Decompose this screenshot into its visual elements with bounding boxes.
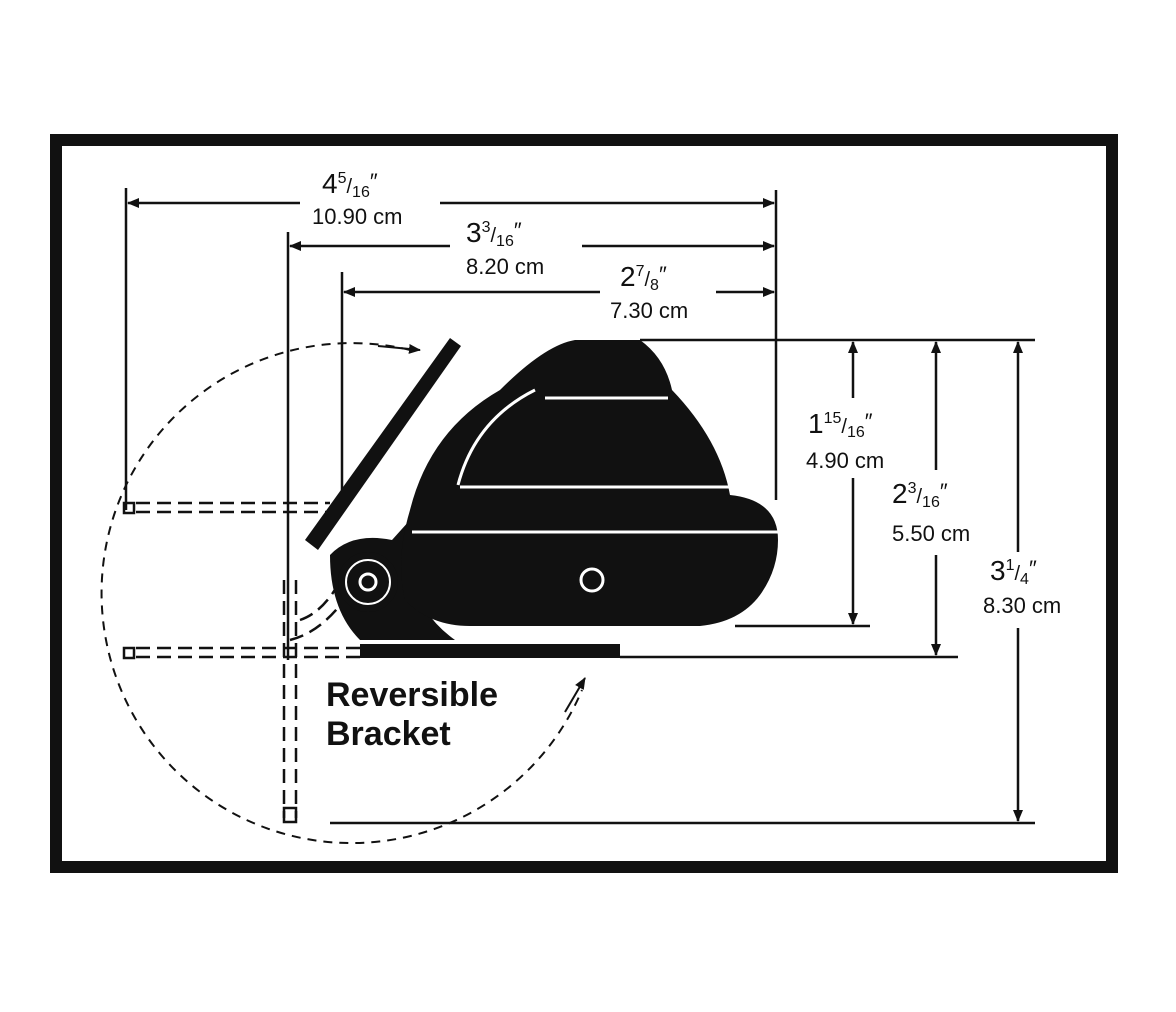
compass-body	[401, 340, 778, 626]
compass-width-metric: 7.30 cm	[610, 298, 688, 323]
bracket-height-label: 23/16″ 5.50 cm	[892, 478, 970, 546]
overall-width-num: 5	[338, 170, 347, 187]
bracket-height-whole: 2	[892, 478, 908, 509]
overall-height-den: 4	[1020, 571, 1029, 588]
bracket-height-metric: 5.50 cm	[892, 521, 970, 546]
overall-height-label: 31/4″ 8.30 cm	[983, 555, 1061, 618]
bracket-width-whole: 3	[466, 217, 482, 248]
compass-height-label: 115/16″ 4.90 cm	[806, 408, 884, 473]
rotation-arc	[100, 342, 586, 845]
svg-text:33/16″: 33/16″	[466, 217, 522, 250]
overall-width-den: 16	[352, 184, 370, 201]
svg-text:23/16″: 23/16″	[892, 478, 948, 511]
overall-height-num: 1	[1006, 557, 1015, 574]
compass-width-den: 8	[650, 277, 659, 294]
svg-text:27/8″: 27/8″	[620, 261, 667, 294]
overall-height-metric: 8.30 cm	[983, 593, 1061, 618]
compass-width-whole: 2	[620, 261, 636, 292]
label-line-1: Reversible	[326, 676, 498, 714]
bracket-width-den: 16	[496, 233, 514, 250]
bracket-height-den: 16	[922, 494, 940, 511]
svg-text:45/16″: 45/16″	[322, 168, 378, 201]
svg-text:115/16″: 115/16″	[808, 408, 873, 441]
overall-height-whole: 3	[990, 555, 1006, 586]
dashed-bracket-outline	[122, 501, 362, 824]
compass-height-whole: 1	[808, 408, 824, 439]
outer-frame	[50, 134, 1118, 873]
compass-height-metric: 4.90 cm	[806, 448, 884, 473]
compass-width-label: 27/8″ 7.30 cm	[610, 261, 688, 323]
compass-width-num: 7	[636, 263, 645, 280]
bracket-height-num: 3	[908, 480, 917, 497]
bracket-height-inch: ″	[940, 479, 948, 504]
compass-width-inch: ″	[659, 262, 667, 287]
compass-height-inch: ″	[865, 409, 873, 434]
overall-height-inch: ″	[1029, 556, 1037, 581]
pivot-knob	[338, 552, 398, 612]
bracket-width-num: 3	[482, 219, 491, 236]
horizontal-dimension-lines	[124, 188, 778, 660]
overall-width-whole: 4	[322, 168, 338, 199]
vertical-dimension-lines	[330, 338, 1035, 825]
reversible-bracket-label: Reversible Bracket	[320, 670, 535, 753]
bracket-width-label: 33/16″ 8.20 cm	[466, 217, 544, 279]
compass-height-num: 15	[824, 410, 842, 427]
overall-width-metric: 10.90 cm	[312, 204, 403, 229]
compass-height-den: 16	[847, 424, 865, 441]
overall-width-inch: ″	[370, 169, 378, 194]
svg-text:31/4″: 31/4″	[990, 555, 1037, 588]
bracket-width-metric: 8.20 cm	[466, 254, 544, 279]
overall-width-label: 45/16″ 10.90 cm	[312, 168, 403, 229]
label-line-2: Bracket	[326, 715, 451, 753]
bracket-width-inch: ″	[514, 218, 522, 243]
